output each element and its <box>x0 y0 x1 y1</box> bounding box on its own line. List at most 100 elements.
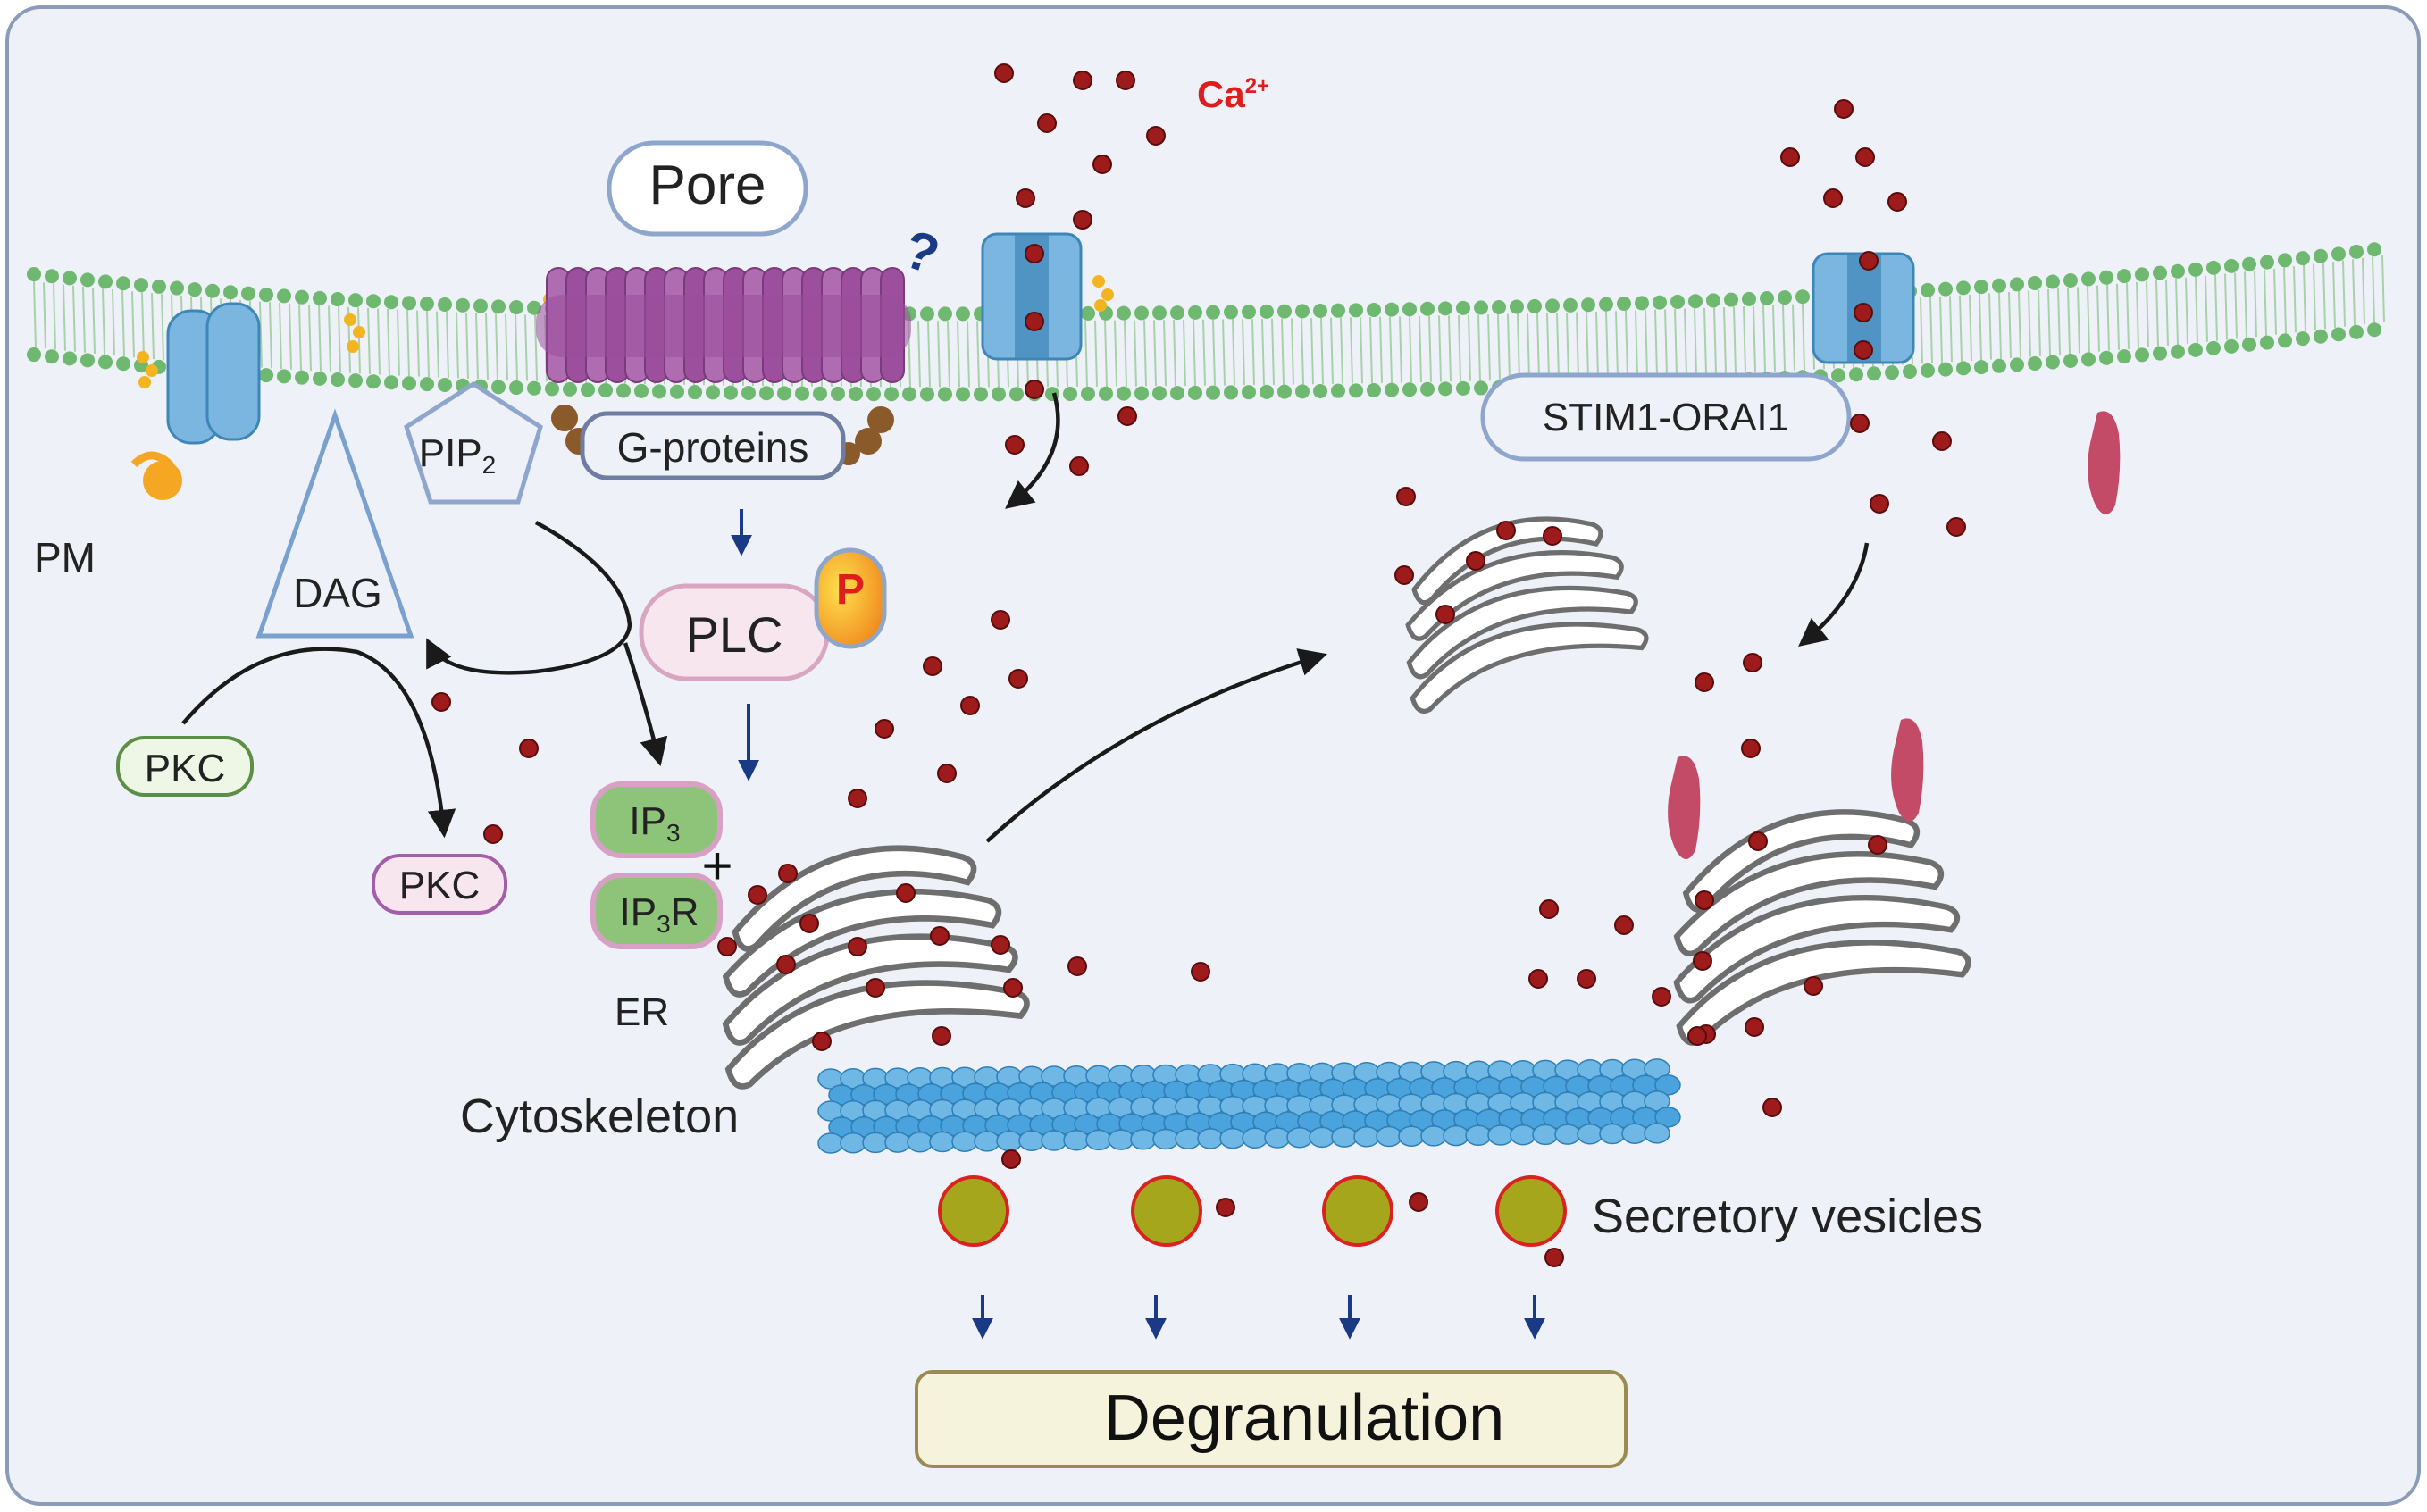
lipid-head <box>1992 358 2006 373</box>
lipid-head <box>2367 322 2381 338</box>
lipid-head <box>152 279 166 294</box>
lipid-head <box>402 296 416 311</box>
lipid-head <box>1402 382 1417 397</box>
pore-label-box <box>607 140 808 237</box>
lipid-head <box>2296 331 2310 347</box>
calcium-ion <box>1652 987 1671 1007</box>
calcium-ion <box>1528 969 1548 989</box>
lipid-head <box>2153 265 2167 280</box>
lipid-head <box>1760 290 1774 305</box>
lipid-head <box>491 299 506 314</box>
lipid-head <box>420 377 434 392</box>
lipid-head <box>2046 355 2060 370</box>
calcium-label: Ca2+ <box>1197 73 1269 115</box>
calcium-ion <box>1854 303 1873 322</box>
lipid-head <box>456 297 470 313</box>
lipid-head <box>527 300 541 315</box>
lipid-head <box>1242 305 1256 320</box>
calcium-ion <box>937 764 957 783</box>
lipid-head <box>652 384 666 399</box>
lipid-head <box>1617 296 1631 311</box>
calcium-ion <box>1001 1149 1021 1169</box>
lipid-head <box>1724 292 1738 307</box>
lipid-head <box>27 267 41 282</box>
lipid-head <box>634 383 649 398</box>
lipid-head <box>384 375 398 390</box>
calcium-ion <box>1804 976 1823 996</box>
lipid-head <box>27 347 41 363</box>
lipid-head <box>366 294 381 309</box>
calcium-ion <box>896 883 916 903</box>
lipid-head <box>313 290 327 305</box>
pkc-left-box <box>116 736 254 797</box>
calcium-ion <box>875 719 894 739</box>
dag-label: DAG <box>293 570 382 616</box>
calcium-ion <box>923 656 942 676</box>
lipid-head <box>992 387 1006 402</box>
lipid-head <box>1438 301 1452 316</box>
calcium-ion <box>1116 71 1135 90</box>
lipid-head <box>581 382 595 397</box>
lipid-head <box>384 295 398 310</box>
lipid-head <box>420 297 434 312</box>
lipid-head <box>2206 260 2221 275</box>
lipid-head <box>2099 270 2113 285</box>
er-label: ER <box>615 990 669 1034</box>
lipid-head <box>2063 272 2078 288</box>
calcium-ion <box>1191 962 1210 982</box>
calcium-ion <box>930 926 950 946</box>
calcium-ion <box>1741 739 1761 758</box>
lipid-head <box>259 368 273 383</box>
calcium-ion <box>1887 192 1907 212</box>
lipid-head <box>223 285 238 300</box>
lipid-head <box>1885 365 1899 380</box>
calcium-ion <box>1544 1248 1564 1267</box>
calcium-ion <box>1543 526 1562 546</box>
lipid-head <box>509 380 523 396</box>
lipid-head <box>2046 274 2060 289</box>
lipid-head <box>1653 295 1667 310</box>
calcium-ion <box>519 739 539 758</box>
calcium-ion <box>1409 1192 1428 1212</box>
calcium-ion <box>991 935 1010 955</box>
lipid-head <box>1438 381 1452 397</box>
pore-complex-icon <box>536 267 911 383</box>
lipid-head <box>1206 385 1220 400</box>
lipid-head <box>2349 324 2364 339</box>
lipid-head <box>938 387 952 402</box>
lipid-head <box>1956 280 1971 296</box>
calcium-ion <box>483 824 503 844</box>
calcium-ion <box>1435 605 1455 624</box>
cytoskeleton-filament-icon <box>817 1058 1681 1154</box>
calcium-ion <box>1003 978 1023 998</box>
lipid-head <box>1152 386 1167 401</box>
lipid-head <box>1527 298 1542 313</box>
lipid-head <box>80 272 95 288</box>
pkc-bottom-label: PKC <box>399 864 480 907</box>
lipid-head <box>2278 253 2292 268</box>
lipid-head <box>2117 269 2131 284</box>
lipid-head <box>1170 386 1184 401</box>
calcium-ion <box>1073 71 1092 90</box>
calcium-ion <box>1614 915 1634 935</box>
calcium-ion <box>1854 340 1873 360</box>
lipid-head <box>920 387 934 402</box>
lipid-head <box>1545 298 1560 313</box>
lipid-head <box>2081 271 2096 287</box>
lipid-head <box>295 289 309 305</box>
arrow-to-ip3 <box>623 642 668 767</box>
phospho-label: P <box>836 566 865 614</box>
g-proteins-box <box>580 411 846 480</box>
calcium-ion <box>1025 312 1044 331</box>
calcium-ion <box>1859 251 1879 271</box>
lipid-head <box>616 383 631 398</box>
left-ion-channel <box>166 302 261 445</box>
lipid-head <box>277 369 291 384</box>
calcium-ion <box>1005 435 1025 455</box>
calcium-ion <box>1695 890 1714 910</box>
calcium-ion <box>1577 969 1596 989</box>
lipid-head <box>1117 305 1131 321</box>
granule-protein-icons <box>1668 411 2121 859</box>
lipid-head <box>205 283 220 298</box>
secretory-vesicles-label: Secretory vesicles <box>1592 1190 1983 1243</box>
